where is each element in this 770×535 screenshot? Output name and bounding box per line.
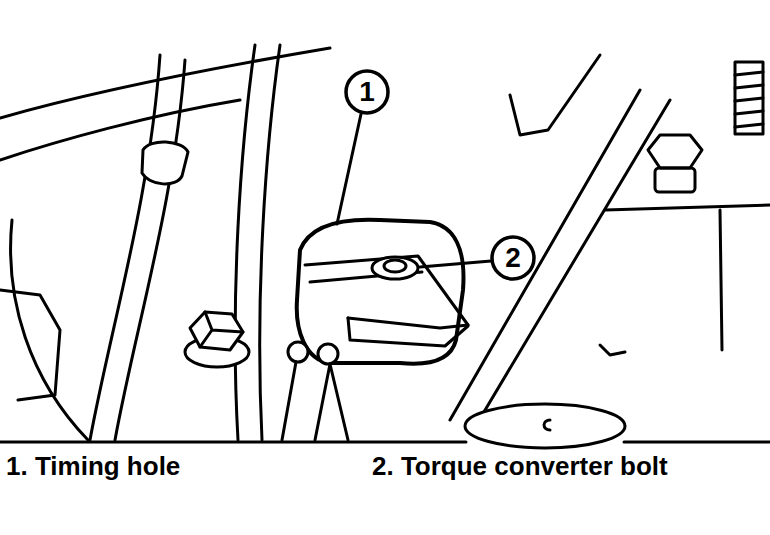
pipe xyxy=(115,60,185,440)
plug-mark xyxy=(544,420,550,430)
hex-nut-facets xyxy=(200,312,243,347)
threaded-bolt xyxy=(735,62,763,134)
hex-nut xyxy=(190,312,243,350)
base-line xyxy=(624,441,770,444)
fitting xyxy=(318,344,338,364)
callout-number: 2 xyxy=(505,243,521,274)
casting-edge xyxy=(720,210,722,350)
converter-plate xyxy=(348,318,468,328)
nut-base xyxy=(655,168,695,192)
pipe-clamp xyxy=(142,142,188,184)
callout-number: 1 xyxy=(359,77,375,108)
legend-text: 2. Torque converter bolt xyxy=(372,452,668,481)
wire xyxy=(315,364,330,440)
leader-line xyxy=(420,261,491,267)
fitting xyxy=(288,342,308,362)
illustration-lines xyxy=(0,45,770,448)
pipe xyxy=(90,55,160,440)
callout-circle xyxy=(346,71,388,113)
bell-housing xyxy=(11,220,88,440)
wire xyxy=(282,362,296,440)
leader-line xyxy=(337,114,361,224)
bolt-threads xyxy=(735,72,763,127)
converter-bolt-head xyxy=(384,260,406,272)
converter-bolt xyxy=(372,257,418,279)
bracket-arm xyxy=(510,55,600,135)
converter-plate xyxy=(348,318,468,346)
tube xyxy=(235,45,255,440)
bracket xyxy=(472,100,670,432)
legend-text: 1. Timing hole xyxy=(6,452,180,481)
callout-circle xyxy=(492,237,534,279)
casting-edge xyxy=(605,205,770,210)
base-line xyxy=(0,441,466,444)
bracket xyxy=(450,90,640,420)
tube xyxy=(260,45,280,440)
housing-edge xyxy=(0,48,330,118)
housing-edge xyxy=(0,100,240,160)
drain-plug xyxy=(465,404,625,448)
housing-flange xyxy=(0,290,60,400)
casting-detail xyxy=(600,345,625,355)
wire xyxy=(330,364,348,440)
hex-nut xyxy=(648,135,702,168)
